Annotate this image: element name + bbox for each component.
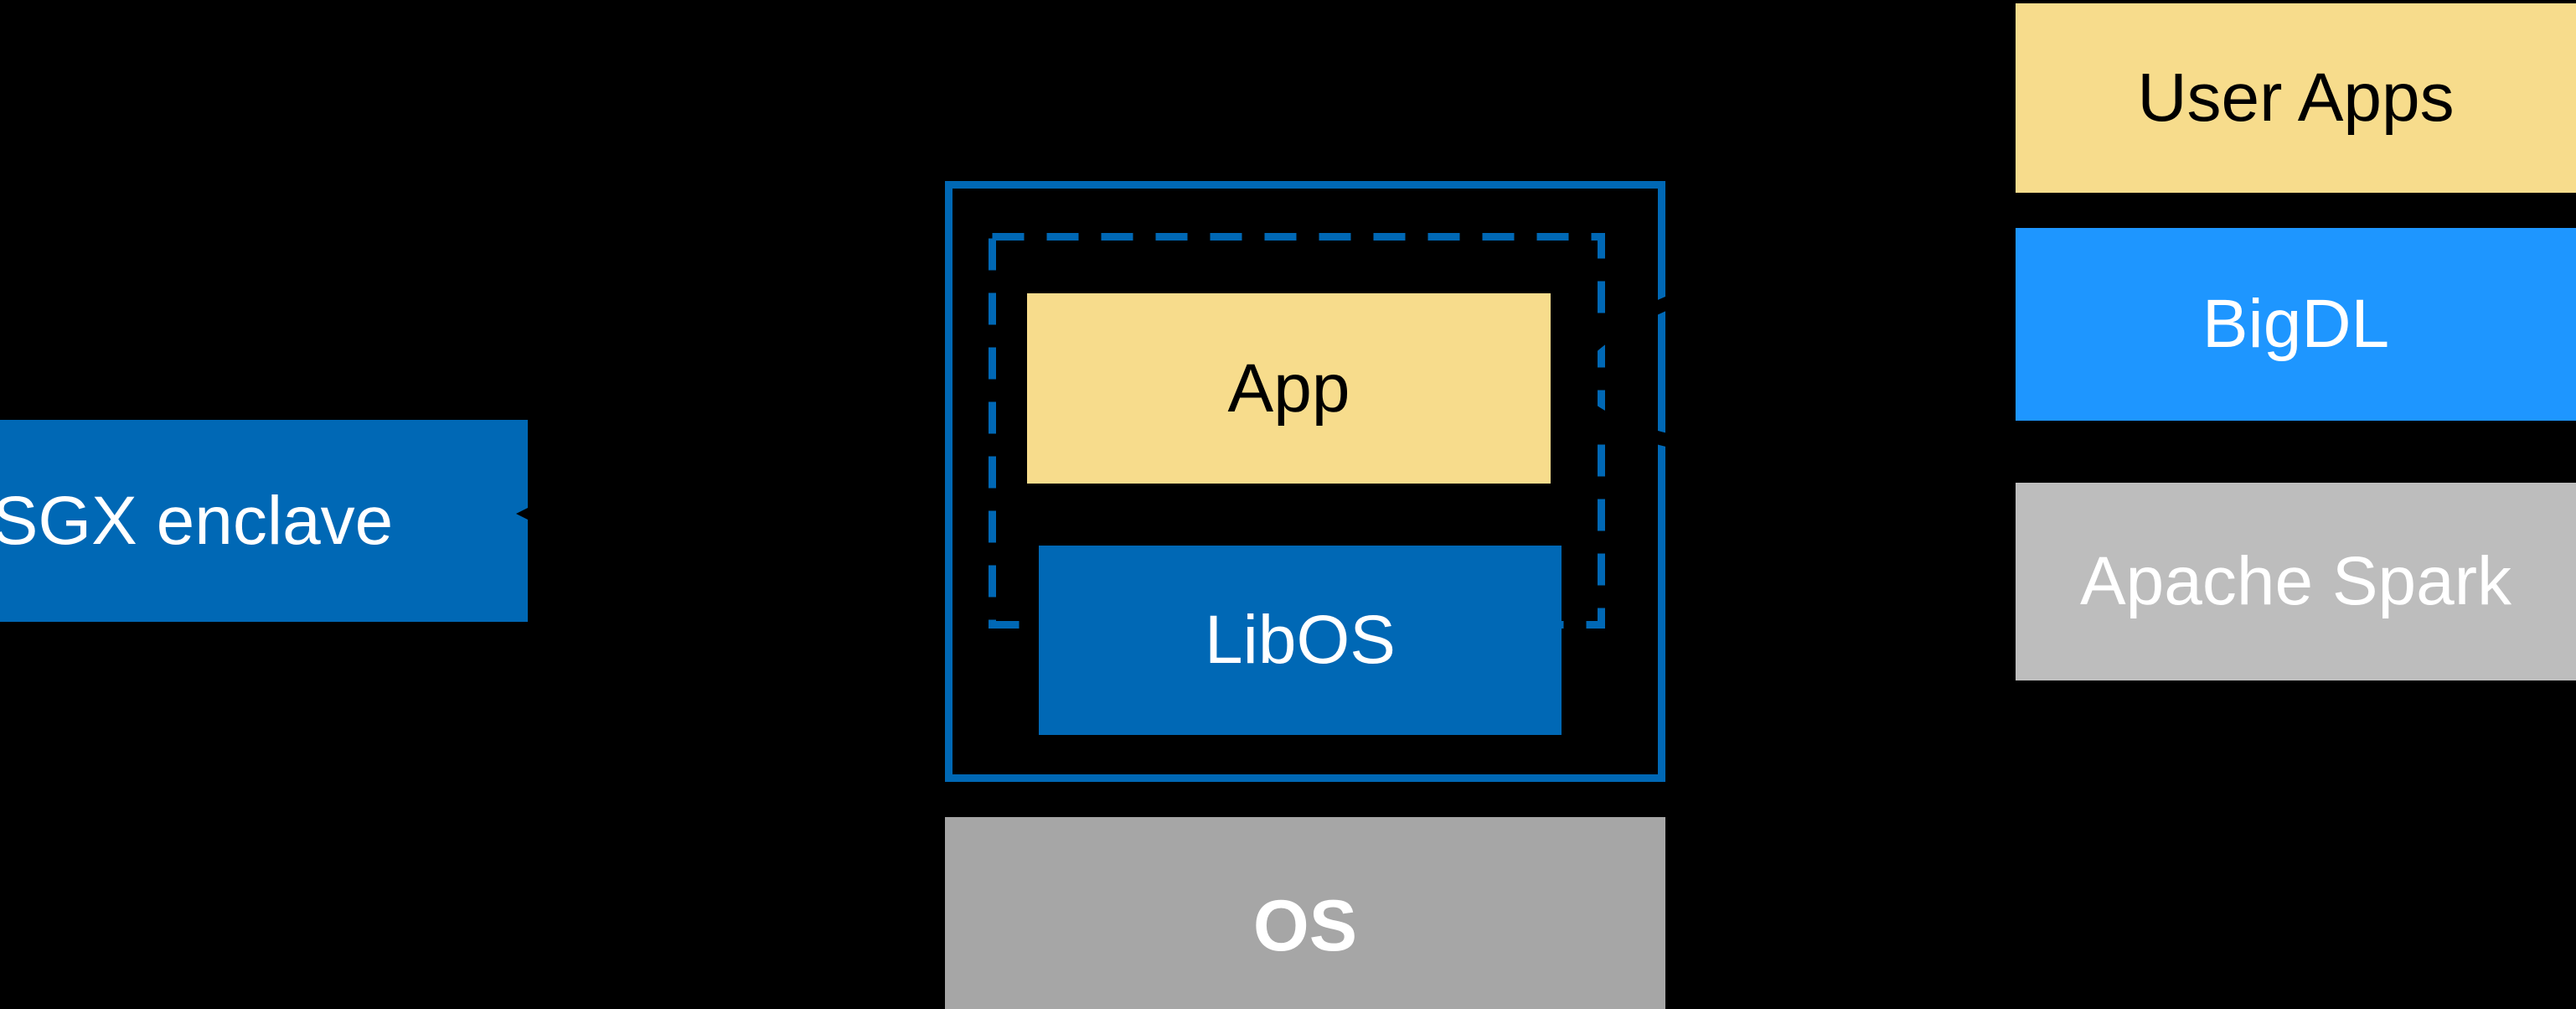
dashed-enclave-border (989, 233, 1605, 629)
apache-spark-box: Apache Spark (2016, 483, 2576, 680)
bigdl-box: BigDL (2016, 228, 2576, 421)
sgx-enclave-box: SGX enclave (0, 420, 528, 622)
os-box: OS (945, 817, 1665, 1009)
enclave-container-box (945, 181, 1665, 782)
bigdl-label: BigDL (2202, 286, 2390, 362)
app-box: App (1027, 293, 1551, 484)
libos-label: LibOS (1205, 602, 1396, 678)
apache-spark-label: Apache Spark (2079, 543, 2512, 619)
sgx-enclave-label: SGX enclave (0, 482, 394, 559)
user-apps-box: User Apps (2016, 3, 2576, 193)
app-label: App (1227, 349, 1350, 427)
user-apps-label: User Apps (2137, 60, 2455, 136)
stack-to-app-curve (1566, 203, 2021, 476)
sgx-pointer-arrowhead-icon (516, 492, 560, 536)
libos-box: LibOS (1039, 546, 1562, 735)
os-label: OS (1252, 886, 1358, 966)
